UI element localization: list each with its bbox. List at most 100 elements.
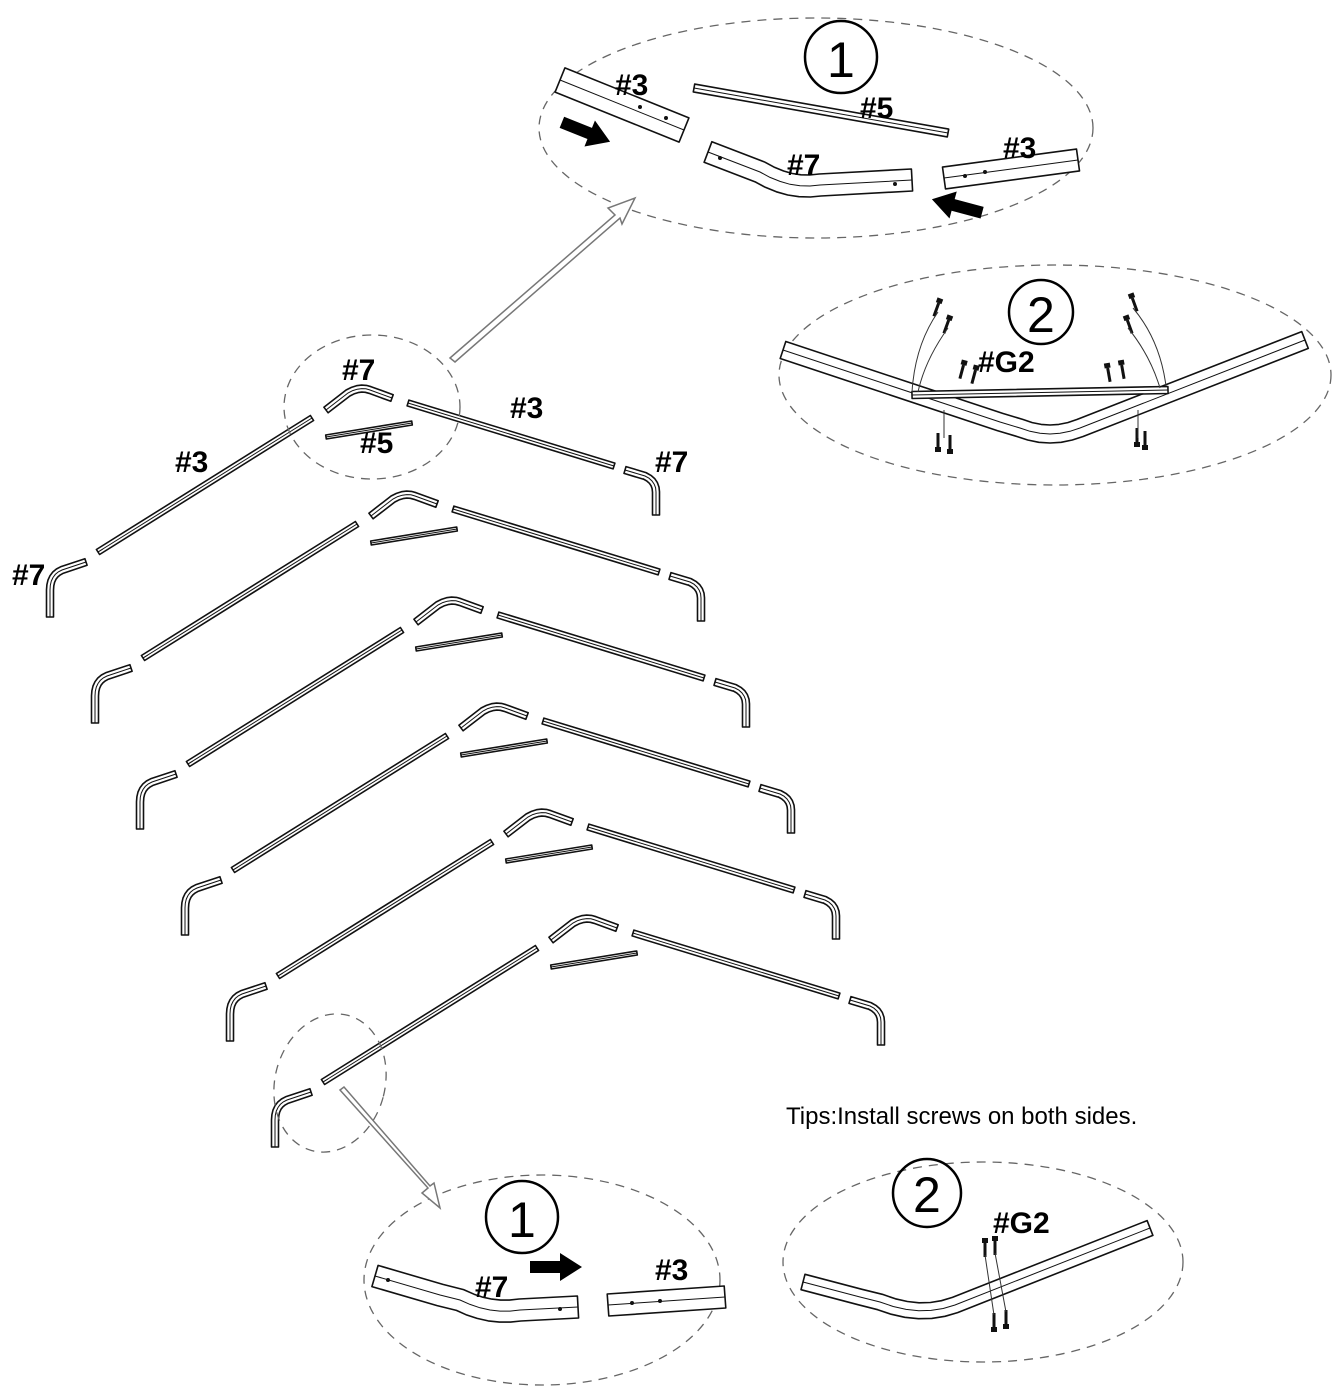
apex-elbow-centerline (325, 388, 393, 411)
detail-ring-bottom-2 (782, 1161, 1184, 1363)
screw-shaft (992, 1313, 996, 1327)
screw-head (991, 1327, 997, 1332)
detail-tube-3-left (554, 67, 690, 143)
screw-icon (1003, 1310, 1009, 1329)
detail-tube-3-left-centerline (559, 79, 685, 131)
left-foot-elbow-outline (135, 769, 178, 830)
screw-head (1134, 442, 1140, 447)
left-foot-elbow-centerline (184, 879, 222, 935)
label-main-7-top: #7 (342, 354, 375, 387)
screw-shaft (1130, 297, 1139, 312)
left-foot-elbow-centerline (49, 561, 87, 617)
tube-joint (232, 866, 239, 871)
frame-arch (270, 914, 886, 1148)
screw-shaft (1120, 364, 1126, 380)
right-foot-elbow-centerline (849, 999, 882, 1045)
screw-shaft (958, 364, 965, 379)
right-main-tube (586, 823, 796, 894)
push-arrow-icon (931, 191, 984, 219)
screw-icon (970, 364, 980, 384)
screw-head (1003, 1324, 1009, 1329)
screw-icon (1122, 314, 1134, 334)
step-number-bottom-2: 2 (913, 1167, 941, 1223)
brace-bar-centerline (325, 422, 413, 438)
apex-elbow-centerline (550, 918, 618, 941)
detail-views (273, 17, 1332, 1386)
right-foot-elbow-centerline (669, 575, 702, 621)
screw-head (945, 314, 954, 322)
screw-head (935, 447, 941, 452)
detail-bend-7-centerline (707, 151, 913, 187)
left-foot-elbow (180, 875, 223, 936)
brace-bar (414, 632, 504, 652)
right-main-tube-centerline (497, 614, 705, 679)
screw-icon (1142, 431, 1148, 450)
right-foot-elbow-outline (623, 465, 661, 516)
push-arrow-icon (530, 1253, 582, 1281)
hole-icon (630, 1301, 634, 1305)
left-main-tube-centerline (97, 417, 313, 553)
hole-icon (983, 170, 987, 174)
step-circle-bottom-1 (484, 1179, 560, 1255)
brace-bar (459, 738, 549, 758)
right-foot-elbow (623, 465, 661, 516)
step-number-top-1: 1 (827, 32, 855, 88)
detail-bottom-assembled-centerline (802, 1227, 1151, 1312)
right-main-tube (496, 611, 706, 682)
screw-guide-line (984, 1254, 995, 1316)
screw-icon (942, 314, 954, 334)
screw-shaft (993, 1241, 997, 1255)
right-main-tube-centerline (407, 402, 615, 467)
apex-elbow (368, 490, 440, 520)
label-main-3-left: #3 (175, 446, 208, 479)
right-foot-elbow-outline (713, 677, 751, 728)
screw-head (1117, 359, 1125, 366)
screw-guide-line (994, 1252, 1007, 1313)
right-main-tube (541, 717, 751, 788)
label-screw-top: #G2 (978, 346, 1035, 379)
detail-assembled-brace-centerline (911, 389, 1169, 396)
left-main-tube-centerline (232, 735, 448, 871)
detail-bottom-bend-7 (371, 1264, 580, 1323)
tube-joint (142, 654, 149, 659)
right-main-tube (406, 399, 616, 470)
brace-bar (549, 950, 639, 970)
left-foot-elbow-outline (270, 1087, 313, 1148)
label-detail-3-right: #3 (1003, 132, 1036, 165)
screw-icon (947, 435, 953, 454)
label-screw-bottom: #G2 (993, 1207, 1050, 1240)
screw-icon (932, 297, 944, 317)
left-foot-elbow (225, 981, 268, 1042)
detail-bottom-tube-3-centerline (607, 1296, 726, 1306)
right-foot-elbow-centerline (624, 469, 657, 515)
right-foot-elbow-outline (848, 995, 886, 1046)
screw-icon (958, 359, 968, 379)
left-main-tube (275, 838, 495, 980)
frame-arch (135, 596, 751, 830)
part-labels: #7 #3 #7 #3 #7 #5 1 #3 #5 #7 #3 2 #G2 1 … (12, 32, 1137, 1304)
left-foot-elbow (45, 557, 88, 618)
screw-shaft (970, 369, 977, 384)
screw-head (992, 1236, 998, 1241)
left-main-tube (95, 414, 315, 556)
screw-shaft (948, 435, 952, 449)
tube-joint (97, 548, 104, 553)
detail-bottom-bend-7-centerline (374, 1275, 579, 1312)
step-number-top-2: 2 (1027, 287, 1055, 343)
brace-bar-centerline (505, 846, 593, 862)
screw-guide-line (1132, 307, 1167, 387)
apex-elbow-centerline (505, 812, 573, 835)
left-main-tube (185, 626, 405, 768)
screw-shaft (1143, 431, 1147, 445)
right-foot-elbow-outline (758, 783, 796, 834)
label-main-7-bottom-left: #7 (12, 559, 45, 592)
screw-icon (992, 1236, 998, 1255)
detail-bottom-assembled (800, 1219, 1154, 1320)
screw-guide-line (917, 327, 949, 393)
hole-icon (638, 105, 642, 109)
tips-text: Tips:Install screws on both sides. (786, 1103, 1137, 1130)
screw-guide-line (911, 311, 939, 393)
detail-assembled-brace (911, 385, 1169, 400)
detail-assembled-frame-centerline (782, 339, 1306, 435)
detail-assembled-frame (779, 330, 1310, 444)
